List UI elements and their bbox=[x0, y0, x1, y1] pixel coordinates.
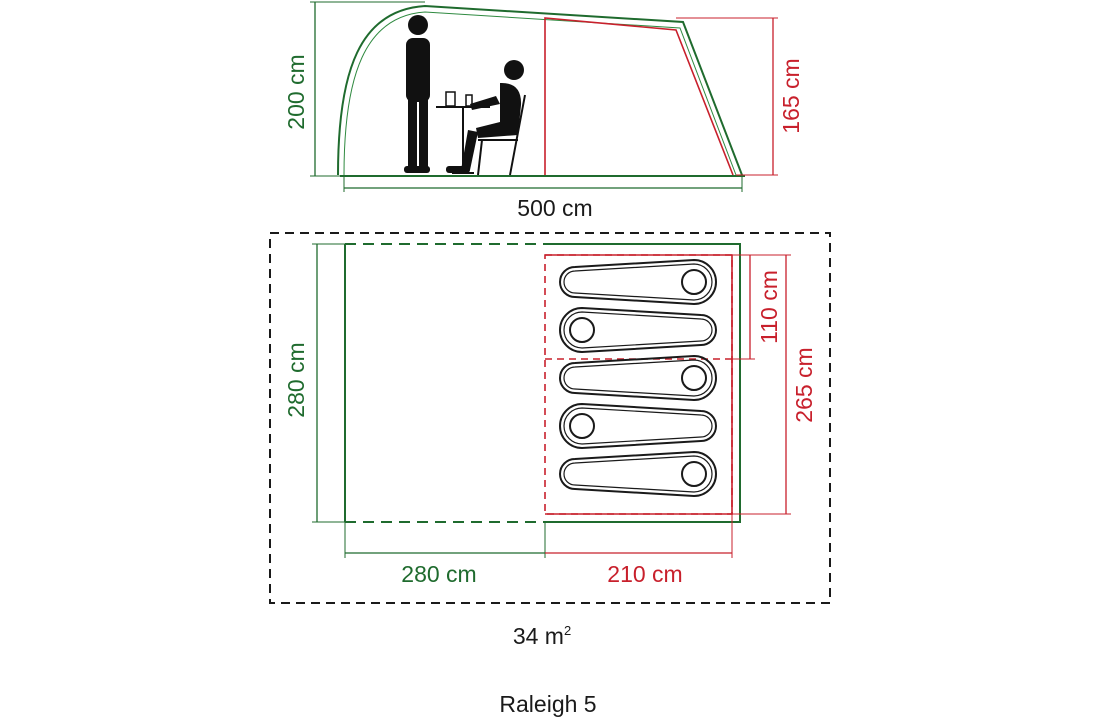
floor-area-unit-superscript: 2 bbox=[564, 623, 571, 638]
sleeping-bag-inner-outline bbox=[563, 455, 713, 493]
sleeping-bag-inner-outline bbox=[563, 359, 713, 397]
cup-icon bbox=[445, 91, 456, 107]
sleeping-bag-inner-outline bbox=[563, 311, 713, 349]
sleeping-bag-icon bbox=[559, 402, 717, 450]
floor-area-value: 34 m bbox=[513, 623, 564, 649]
side-view: 200 cm 165 cm 500 cm bbox=[283, 1, 804, 221]
bedroom-length-label: 210 cm bbox=[607, 561, 682, 587]
sleeping-bag-icon bbox=[559, 450, 717, 498]
sleeping-bag-icon bbox=[559, 306, 717, 354]
pillow-icon bbox=[681, 461, 707, 487]
footprint-outline bbox=[269, 232, 831, 604]
sleeping-bag-icon bbox=[559, 258, 717, 306]
total-length-label: 500 cm bbox=[517, 195, 592, 221]
pillow-icon bbox=[569, 413, 595, 439]
bedroom-width-label: 265 cm bbox=[791, 347, 817, 422]
floor-area-label: 34 m2 bbox=[513, 623, 571, 649]
standing-person-icon bbox=[404, 15, 430, 173]
glass-icon bbox=[465, 94, 473, 107]
sleeping-bag-inner-outline bbox=[563, 263, 713, 301]
sleeping-bag-icon bbox=[559, 354, 717, 402]
floor-plan: 280 cm 110 cm 265 cm 280 cm 210 cm bbox=[269, 232, 831, 604]
pillow-icon bbox=[681, 269, 707, 295]
outer-tent-profile-inner bbox=[343, 11, 737, 176]
outer-tent-rear-section bbox=[545, 243, 741, 523]
pillow-icon bbox=[569, 317, 595, 343]
product-name: Raleigh 5 bbox=[499, 691, 596, 717]
living-length-label: 280 cm bbox=[401, 561, 476, 587]
chair-icon bbox=[477, 94, 526, 176]
inner-tent-solid-edge bbox=[545, 254, 733, 515]
bedroom-height-label: 165 cm bbox=[778, 58, 804, 133]
sleeping-bags bbox=[559, 258, 717, 498]
total-width-label: 280 cm bbox=[283, 342, 309, 417]
sitting-person-icon bbox=[446, 60, 524, 173]
pillow-icon bbox=[681, 365, 707, 391]
compartment-width-label: 110 cm bbox=[756, 270, 782, 344]
outer-tent-profile bbox=[337, 4, 743, 176]
inner-tent-profile bbox=[544, 17, 734, 176]
sleeping-bag-inner-outline bbox=[563, 407, 713, 445]
total-height-label: 200 cm bbox=[283, 54, 309, 129]
